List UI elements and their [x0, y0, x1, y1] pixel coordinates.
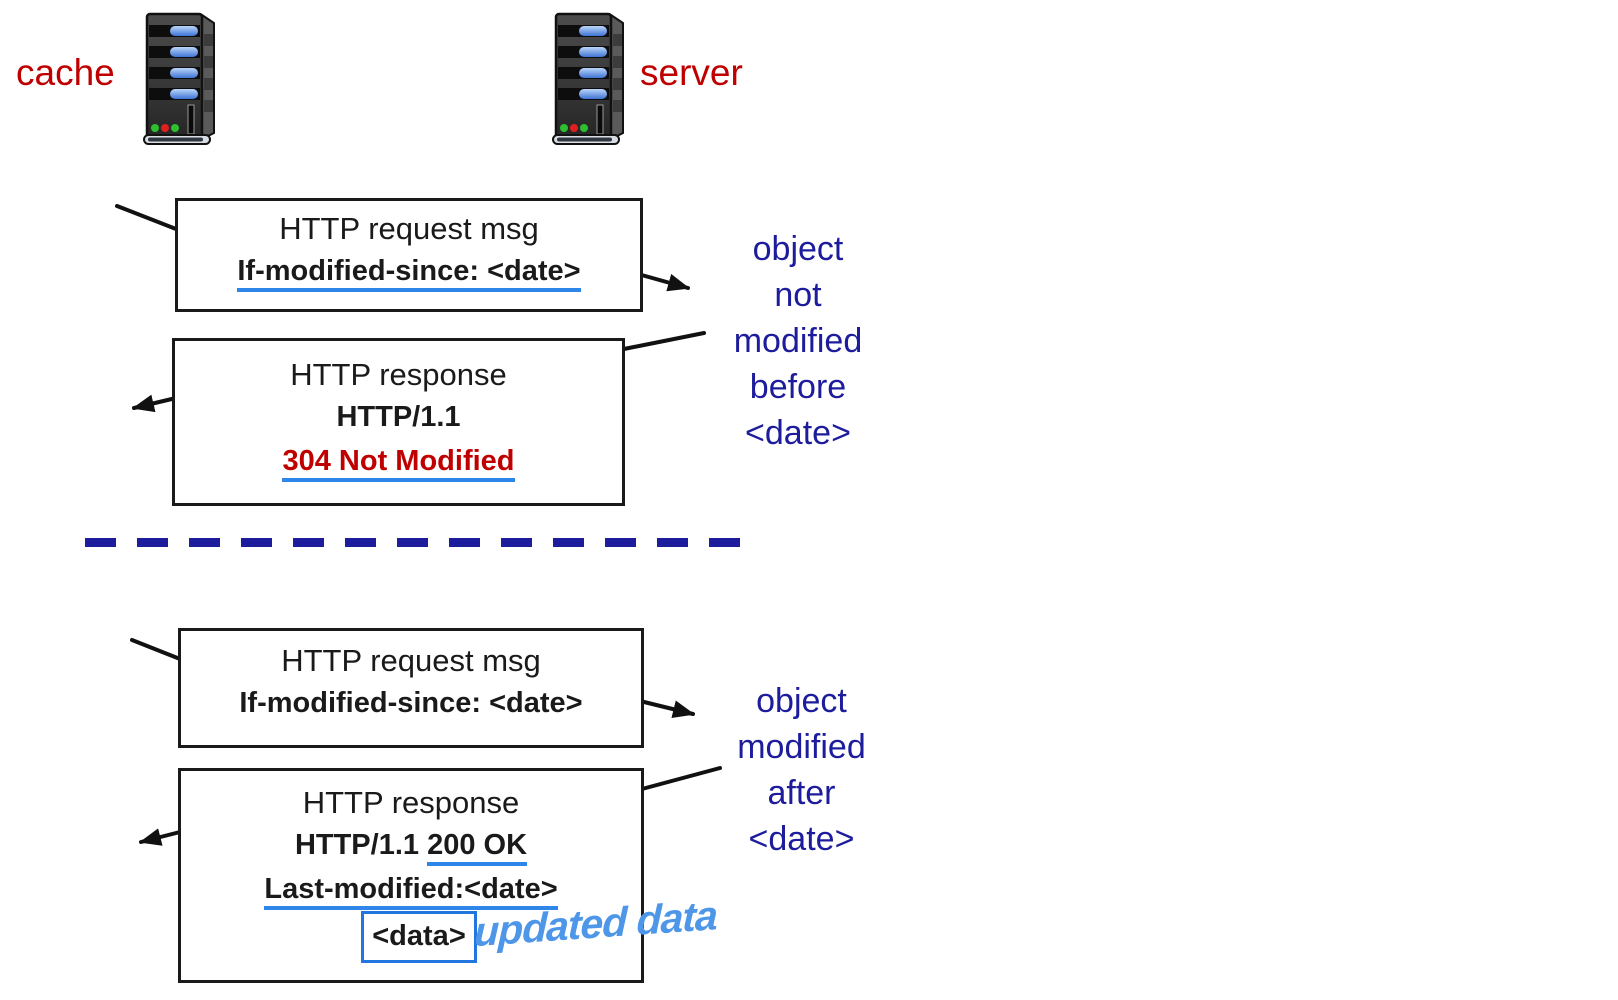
server-label: server — [640, 52, 743, 93]
http-response-box-2: HTTP response HTTP/1.1 200 OK Last-modif… — [178, 768, 644, 983]
line-from-cache-1 — [115, 204, 178, 231]
side-note-line: after — [767, 774, 836, 812]
status-304-not-modified: 304 Not Modified — [175, 439, 622, 483]
cache-label: cache — [16, 52, 115, 93]
side-note-line: not — [774, 276, 822, 314]
request-title-1: HTTP request msg — [279, 211, 539, 246]
request-title-2: HTTP request msg — [281, 643, 541, 678]
if-modified-since-header-1: If-modified-since: <date> — [178, 249, 640, 293]
http-request-box-2: HTTP request msg If-modified-since: <dat… — [178, 628, 644, 748]
http-version-1: HTTP/1.1 — [336, 401, 461, 433]
side-note-line: modified — [733, 322, 863, 360]
if-modified-since-header-2: If-modified-since: <date> — [239, 687, 583, 719]
side-note-line: object — [752, 230, 844, 268]
section-divider — [85, 538, 743, 547]
response-title-1: HTTP response — [290, 357, 507, 392]
cache-server-icon — [143, 12, 215, 145]
arrow-request-to-server-2 — [638, 699, 695, 718]
side-note-modified: object modified after <date> — [704, 678, 899, 862]
data-token-line: <data> — [181, 911, 641, 963]
status-200-ok: 200 OK — [427, 829, 528, 866]
side-note-line: <date> — [748, 820, 855, 858]
side-note-line: object — [756, 682, 847, 720]
side-note-line: before — [749, 368, 847, 406]
side-note-line: <date> — [745, 414, 851, 452]
line-from-server-1 — [617, 331, 706, 352]
side-note-not-modified: object not modified before <date> — [698, 226, 898, 456]
arrow-request-to-server-1 — [636, 272, 690, 292]
arrow-response-to-cache-1 — [132, 394, 178, 413]
arrow-response-to-cache-2 — [139, 828, 182, 846]
data-token: <data> — [361, 911, 477, 963]
http-request-box-1: HTTP request msg If-modified-since: <dat… — [175, 198, 643, 312]
status-200-ok-line: HTTP/1.1 200 OK — [181, 823, 641, 867]
side-note-line: modified — [737, 728, 866, 766]
line-from-cache-2 — [130, 638, 182, 661]
last-modified-header: Last-modified:<date> — [181, 867, 641, 911]
response-title-2: HTTP response — [302, 785, 520, 820]
http-response-box-1: HTTP response HTTP/1.1 304 Not Modified — [172, 338, 625, 506]
origin-server-icon — [552, 12, 624, 145]
